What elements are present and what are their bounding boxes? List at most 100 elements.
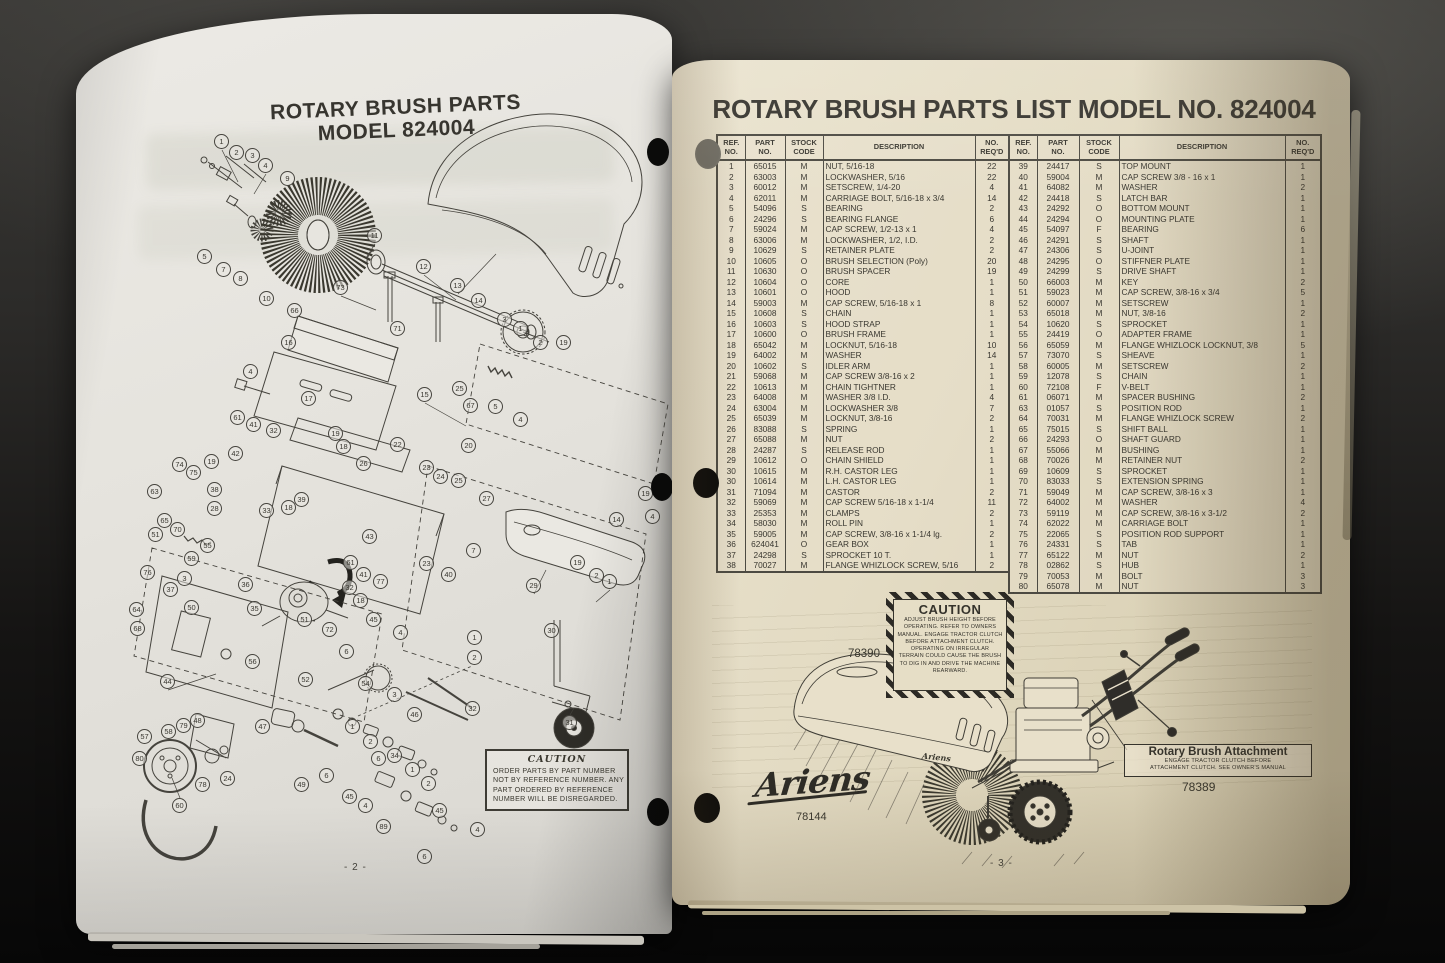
parts-cell: 59068 — [745, 371, 786, 382]
parts-cell: ROLL PIN — [823, 518, 976, 529]
parts-cell: M — [1079, 287, 1120, 298]
punch-hole — [695, 139, 721, 169]
part-ref-balloon: 17 — [301, 391, 316, 406]
parts-cell: 3 — [1300, 581, 1306, 592]
parts-cell: 02862 — [1037, 560, 1080, 571]
punch-hole — [693, 468, 719, 498]
parts-cell: 58 — [1009, 360, 1038, 372]
parts-cell: POSITION ROD SUPPORT — [1119, 528, 1286, 540]
parts-cell: V-BELT — [1119, 381, 1286, 393]
part-ref-balloon: 45 — [342, 789, 357, 804]
part-ref-balloon: 3 — [497, 312, 512, 327]
parts-cell: S — [1079, 266, 1120, 277]
parts-cell: 16 — [717, 318, 746, 330]
parts-cell: 33 — [717, 507, 746, 519]
part-ref-balloon: 4 — [513, 412, 528, 427]
parts-column-header: REF.NO. — [717, 135, 746, 162]
parts-cell: 10614 — [745, 476, 786, 487]
parts-cell: M — [785, 518, 824, 529]
parts-cell: M — [785, 339, 824, 351]
parts-cell: 1 — [989, 549, 995, 560]
parts-cell: 4 — [989, 224, 995, 235]
parts-cell: M — [1079, 308, 1120, 319]
parts-cell: 59004 — [1037, 171, 1080, 183]
parts-cell: 60007 — [1037, 297, 1080, 309]
parts-cell: 10605 — [745, 255, 786, 267]
parts-cell: 73070 — [1037, 350, 1080, 361]
part-ref-balloon: 20 — [461, 438, 476, 453]
parts-cell: ADAPTER FRAME — [1119, 329, 1286, 340]
part-ref-balloon: 49 — [294, 777, 309, 792]
parts-cell: 71094 — [745, 486, 786, 498]
parts-cell: WASHER — [1119, 182, 1286, 193]
parts-cell: BEARING — [823, 203, 976, 214]
parts-cell: 59024 — [745, 224, 786, 235]
parts-cell: M — [785, 507, 824, 519]
parts-cell: 40 — [1009, 171, 1038, 183]
parts-cell: BRUSH SPACER — [823, 266, 976, 277]
parts-cell: 14 — [987, 350, 997, 361]
parts-cell: 1 — [1300, 402, 1306, 413]
parts-cell: 10 — [987, 339, 997, 350]
parts-cell: 48 — [1009, 255, 1038, 267]
parts-cell: 38 — [717, 560, 746, 572]
parts-cell: M — [785, 528, 824, 540]
parts-cell: 30 — [717, 465, 746, 477]
parts-cell: 65059 — [1037, 339, 1080, 351]
parts-cell: 1 — [1300, 266, 1306, 277]
parts-cell: 10615 — [745, 465, 786, 477]
parts-cell: 11 — [987, 497, 997, 508]
parts-cell: 65078 — [1037, 581, 1080, 593]
parts-cell: 2 — [1300, 413, 1306, 424]
parts-cell: S — [785, 318, 824, 330]
part-ref-balloon: 74 — [172, 457, 187, 472]
part-ref-balloon: 6 — [371, 751, 386, 766]
parts-cell: 59023 — [1037, 287, 1080, 298]
part-ref-balloon: 66 — [287, 303, 302, 318]
parts-cell: 24299 — [1037, 266, 1080, 277]
parts-cell: 1 — [989, 455, 995, 466]
parts-cell: 59 — [1009, 371, 1038, 382]
part-ref-balloon: 36 — [238, 577, 253, 592]
parts-cell: BRUSH FRAME — [823, 329, 976, 340]
parts-cell: 72 — [1009, 497, 1038, 508]
part-ref-balloon: 44 — [160, 674, 175, 689]
part-ref-balloon: 65 — [157, 513, 172, 528]
parts-cell: O — [785, 266, 824, 277]
parts-cell: 60 — [1009, 381, 1038, 393]
parts-cell: 28 — [717, 444, 746, 456]
parts-cell: 77 — [1009, 549, 1038, 561]
part-ref-balloon: 59 — [184, 551, 199, 566]
parts-cell: 70053 — [1037, 570, 1080, 582]
part-ref-balloon: 3 — [177, 571, 192, 586]
parts-cell: RELEASE ROD — [823, 444, 976, 456]
parts-cell: 24293 — [1037, 434, 1080, 445]
manual-page-right: ROTARY BRUSH PARTS LIST MODEL NO. 824004… — [672, 60, 1350, 905]
parts-cell: 64082 — [1037, 182, 1080, 193]
caution-text-line: NOT BY REFERENCE NUMBER. ANY — [493, 776, 625, 785]
parts-cell: M — [785, 392, 824, 403]
parts-cell: 2 — [989, 507, 995, 518]
caution-title: CAUTION — [527, 754, 587, 765]
parts-cell: 2 — [989, 203, 995, 214]
parts-cell: 1 — [989, 465, 995, 476]
part-ref-balloon: 63 — [147, 484, 162, 499]
parts-cell: O — [785, 287, 824, 298]
parts-cell: 06071 — [1037, 392, 1080, 403]
